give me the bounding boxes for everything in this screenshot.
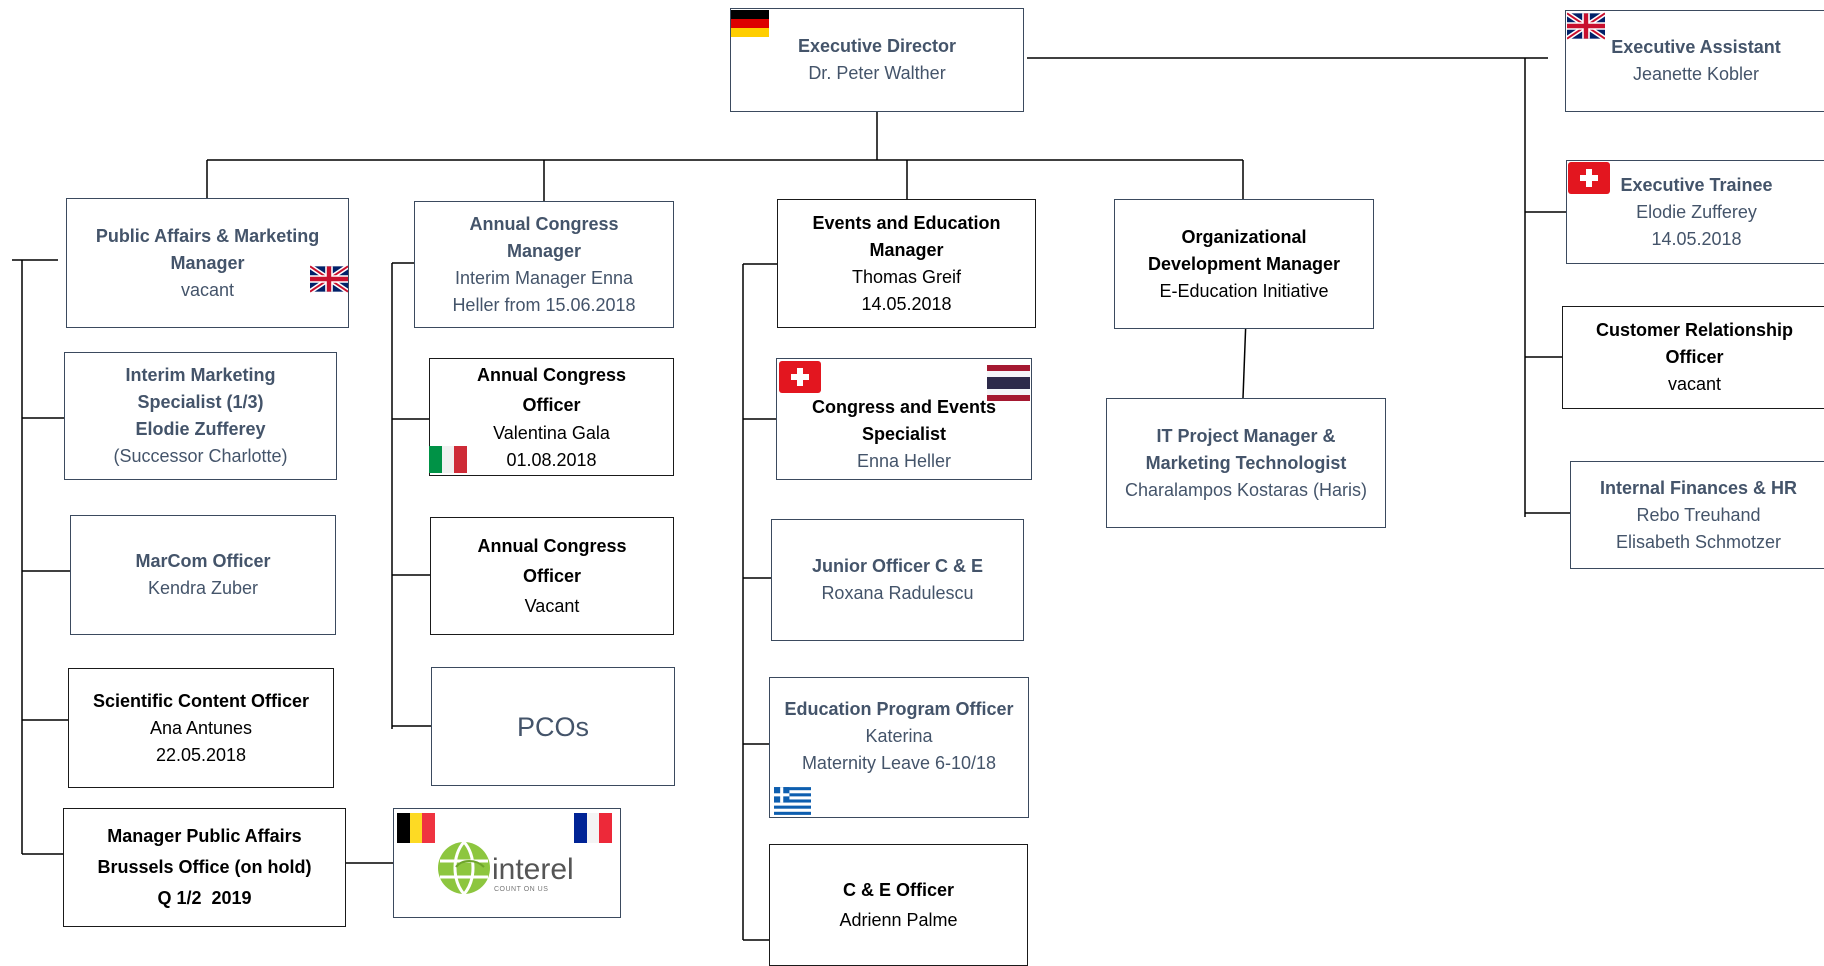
interim-marketing-specialist-box: Interim Marketing Specialist (1/3) Elodi… — [64, 352, 337, 480]
uk-flag-icon — [310, 265, 348, 293]
joce-name: Roxana Radulescu — [821, 583, 974, 603]
ces-title-1: Congress and Events — [811, 396, 997, 417]
france-flag-icon — [574, 813, 612, 843]
acm-name-1: Interim Manager Enna — [454, 267, 634, 288]
cro-title-1: Customer Relationship — [1595, 320, 1794, 340]
ims-title-1: Interim Marketing — [125, 365, 276, 385]
annual-congress-officer-2-box: Annual Congress Officer Vacant — [430, 517, 674, 635]
connector-orgdev-it — [1242, 317, 1247, 399]
joce-title: Junior Officer C & E — [811, 556, 984, 576]
acm-name-2: Heller from 15.06.2018 — [452, 294, 636, 315]
pam-title-2: Manager — [170, 252, 245, 273]
acm-title-2: Manager — [506, 240, 582, 261]
acm-title-1: Annual Congress — [469, 213, 619, 234]
greece-flag-icon — [774, 787, 811, 815]
manager-public-affairs-brussels-box: Manager Public Affairs Brussels Office (… — [63, 808, 346, 927]
mpab-title-2: Brussels Office (on hold) — [97, 857, 312, 877]
ims-title-2: Specialist (1/3) — [137, 392, 264, 412]
mpab-title-3: Q 1/2 2019 — [157, 888, 252, 908]
switzerland-flag-icon — [1568, 162, 1610, 194]
epo-name: Katerina — [865, 726, 933, 746]
pcos-box: PCOs — [431, 667, 675, 786]
aco2-title-1: Annual Congress — [477, 536, 627, 556]
uk-flag-icon — [1567, 12, 1605, 40]
epo-title: Education Program Officer — [784, 699, 1014, 719]
ims-note: (Successor Charlotte) — [113, 446, 288, 466]
aco2-name: Vacant — [524, 596, 580, 616]
finances-name-1: Rebo Treuhand — [1636, 504, 1761, 525]
itpm-name: Charalampos Kostaras (Haris) — [1124, 479, 1368, 500]
interel-tagline: COUNT ON US — [494, 886, 549, 893]
ces-name: Enna Heller — [856, 450, 952, 471]
junior-officer-ce-box: Junior Officer C & E Roxana Radulescu — [771, 519, 1024, 641]
thailand-flag-icon — [987, 365, 1030, 401]
finances-name-2: Elisabeth Schmotzer — [1615, 531, 1782, 552]
ceo-name: Adrienn Palme — [839, 910, 958, 930]
executive-trainee-date: 14.05.2018 — [1651, 228, 1742, 249]
belgium-flag-icon — [397, 813, 435, 843]
ceo-title: C & E Officer — [842, 880, 955, 900]
executive-trainee-title: Executive Trainee — [1620, 174, 1773, 195]
scientific-content-officer-box: Scientific Content Officer Ana Antunes 2… — [68, 668, 334, 788]
marcom-name: Kendra Zuber — [147, 578, 259, 598]
aco1-name: Valentina Gala — [493, 423, 610, 443]
annual-congress-manager-box: Annual Congress Manager Interim Manager … — [414, 201, 674, 328]
public-affairs-marketing-manager-box: Public Affairs & Marketing Manager vacan… — [66, 198, 349, 328]
ce-officer-box: C & E Officer Adrienn Palme — [769, 844, 1028, 966]
cro-title-2: Officer — [1665, 347, 1724, 367]
odm-title-2: Development Manager — [1147, 253, 1341, 274]
executive-director-title: Executive Director — [797, 36, 957, 56]
ims-name: Elodie Zufferey — [135, 419, 266, 439]
aco2-title-2: Officer — [522, 566, 582, 586]
executive-director-box: Executive Director Dr. Peter Walther — [730, 8, 1024, 112]
itpm-title-1: IT Project Manager & — [1156, 425, 1336, 446]
pcos-label: PCOs — [516, 711, 589, 742]
executive-assistant-title: Executive Assistant — [1611, 37, 1781, 57]
eem-name: Thomas Greif — [851, 266, 962, 287]
finances-title: Internal Finances & HR — [1599, 477, 1798, 498]
itpm-title-2: Marketing Technologist — [1145, 452, 1347, 473]
executive-assistant-box: Executive Assistant Jeanette Kobler — [1565, 10, 1824, 112]
marcom-officer-box: MarCom Officer Kendra Zuber — [70, 515, 336, 635]
eem-title-1: Events and Education — [812, 212, 1001, 233]
interel-globe-icon — [438, 840, 490, 896]
pam-name: vacant — [180, 279, 235, 300]
aco1-title-1: Annual Congress — [476, 365, 627, 385]
epo-note: Maternity Leave 6-10/18 — [801, 753, 997, 773]
aco1-title-2: Officer — [522, 395, 581, 415]
odm-title-1: Organizational — [1181, 226, 1307, 247]
customer-relationship-officer-box: Customer Relationship Officer vacant — [1562, 306, 1824, 409]
eem-title-2: Manager — [869, 239, 944, 260]
executive-trainee-name: Elodie Zufferey — [1636, 201, 1757, 222]
ces-title-2: Specialist — [861, 423, 947, 444]
events-education-manager-box: Events and Education Manager Thomas Grei… — [777, 199, 1036, 328]
aco1-date: 01.08.2018 — [506, 450, 597, 470]
sco-title: Scientific Content Officer — [92, 690, 310, 711]
sco-date: 22.05.2018 — [155, 744, 247, 765]
marcom-title: MarCom Officer — [135, 551, 271, 571]
cro-name: vacant — [1667, 374, 1722, 394]
italy-flag-icon — [429, 446, 467, 473]
education-program-officer-box: Education Program Officer Katerina Mater… — [769, 677, 1029, 818]
germany-flag-icon — [731, 10, 769, 37]
executive-assistant-name: Jeanette Kobler — [1632, 64, 1760, 84]
sco-name: Ana Antunes — [149, 717, 253, 738]
interel-logo-text: interel — [492, 853, 574, 886]
it-project-manager-box: IT Project Manager & Marketing Technolog… — [1106, 398, 1386, 528]
eem-date: 14.05.2018 — [861, 293, 952, 314]
internal-finances-hr-box: Internal Finances & HR Rebo Treuhand Eli… — [1570, 461, 1824, 569]
annual-congress-officer-1-box: Annual Congress Officer Valentina Gala 0… — [429, 358, 674, 476]
executive-director-name: Dr. Peter Walther — [808, 63, 946, 83]
odm-name: E-Education Initiative — [1159, 280, 1329, 301]
mpab-title-1: Manager Public Affairs — [107, 826, 302, 846]
organizational-development-manager-box: Organizational Development Manager E-Edu… — [1114, 199, 1374, 329]
pam-title-1: Public Affairs & Marketing — [95, 225, 320, 246]
switzerland-flag-icon — [779, 361, 821, 393]
